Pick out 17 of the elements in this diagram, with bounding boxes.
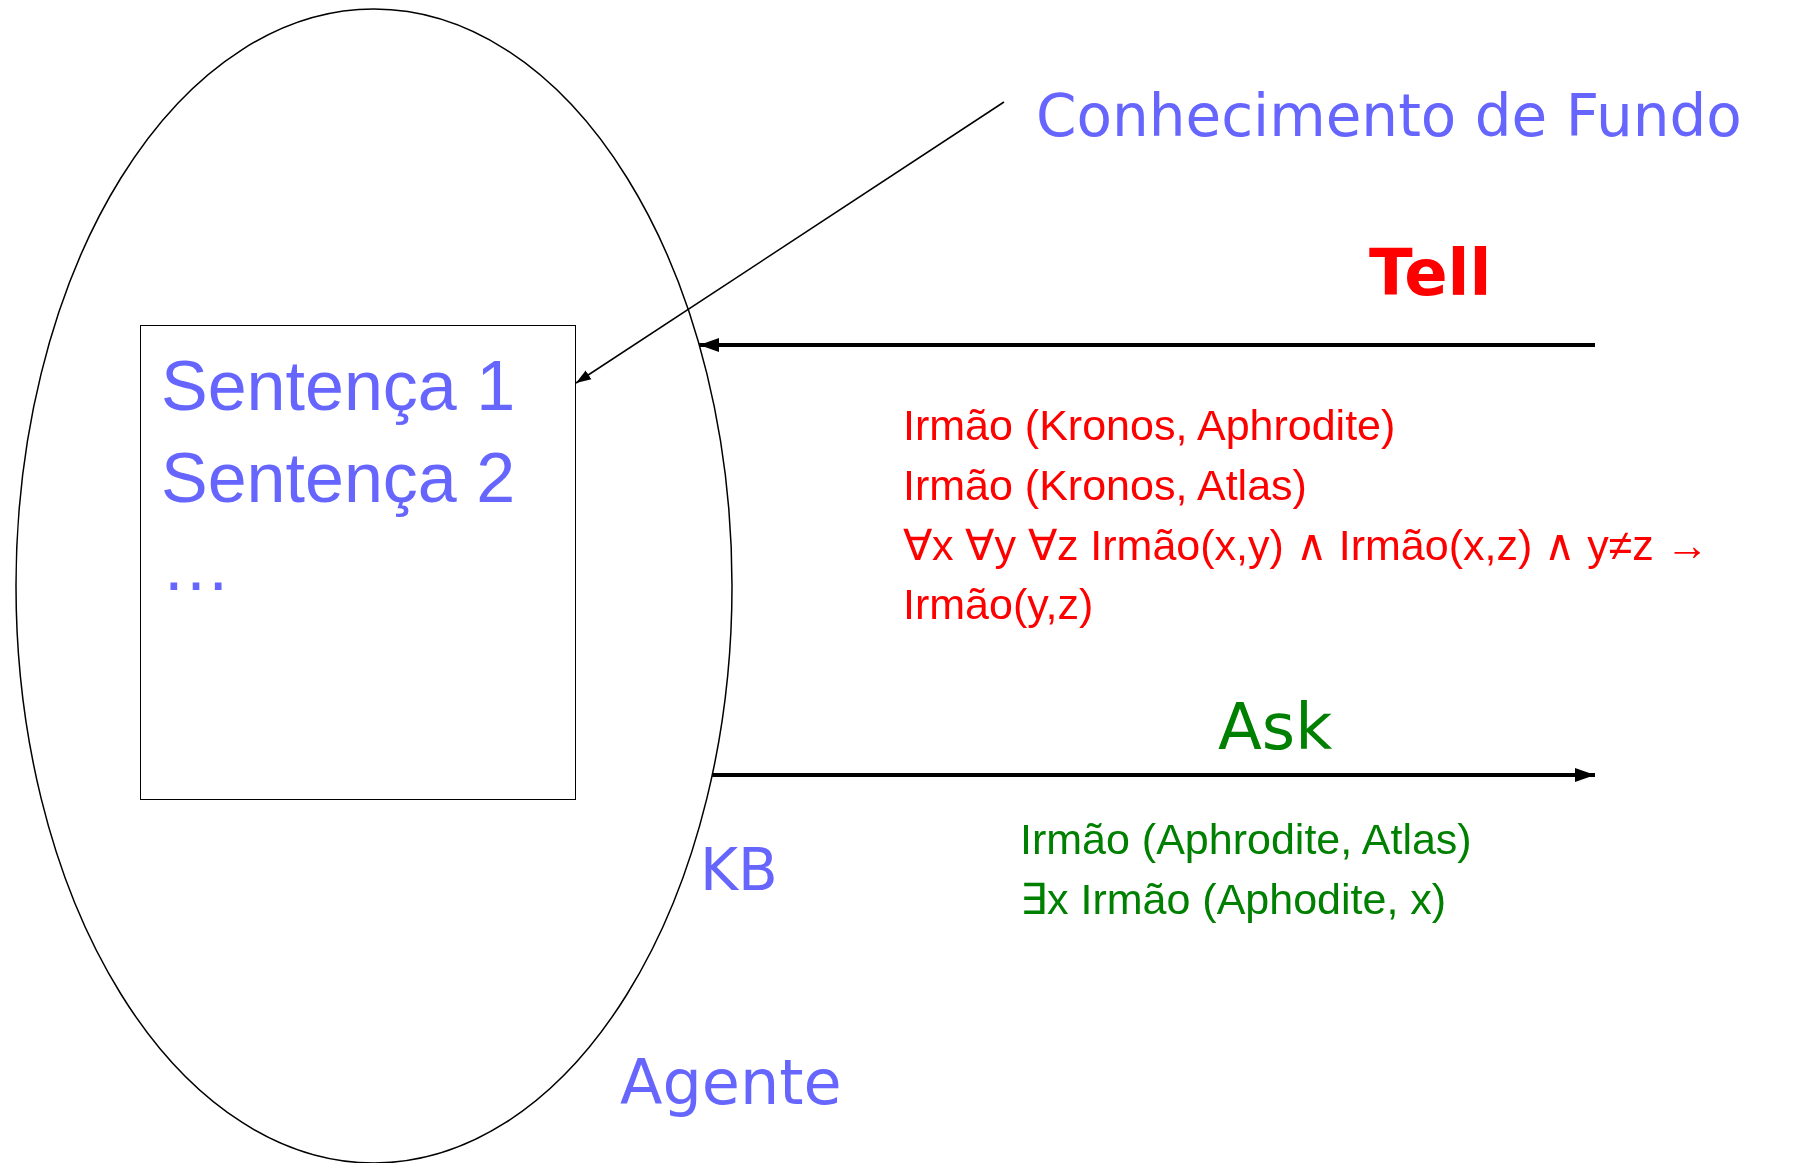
formula-text: Irmão (Kronos, Atlas) (903, 460, 1307, 511)
agent-label: Agente (620, 1046, 842, 1119)
leader-arrow (575, 101, 1005, 384)
edge-label: Tell (1369, 236, 1492, 310)
kb-label: KB (700, 836, 778, 904)
formula-text: ∃x Irmão (Aphodite, x) (1020, 874, 1447, 925)
ellipsis-text: … (161, 526, 231, 606)
formula-text: ∀x ∀y ∀z Irmão(x,y) ∧ Irmão(x,z) ∧ y≠z → Irmão(y,z) (903, 520, 1710, 630)
knowledge-base-box (140, 325, 576, 800)
formula-text: Irmão (Aphrodite, Atlas) (1020, 814, 1472, 865)
arrow (699, 338, 1595, 352)
edge-label: Ask (1218, 690, 1333, 764)
formula-text: Irmão (Kronos, Aphrodite) (903, 400, 1396, 451)
text-label: Conhecimento de Fundo (1036, 82, 1742, 150)
sentence-text: Sentença 1 (161, 346, 516, 426)
sentence-text: Sentença 2 (161, 438, 516, 518)
arrow (712, 768, 1595, 782)
